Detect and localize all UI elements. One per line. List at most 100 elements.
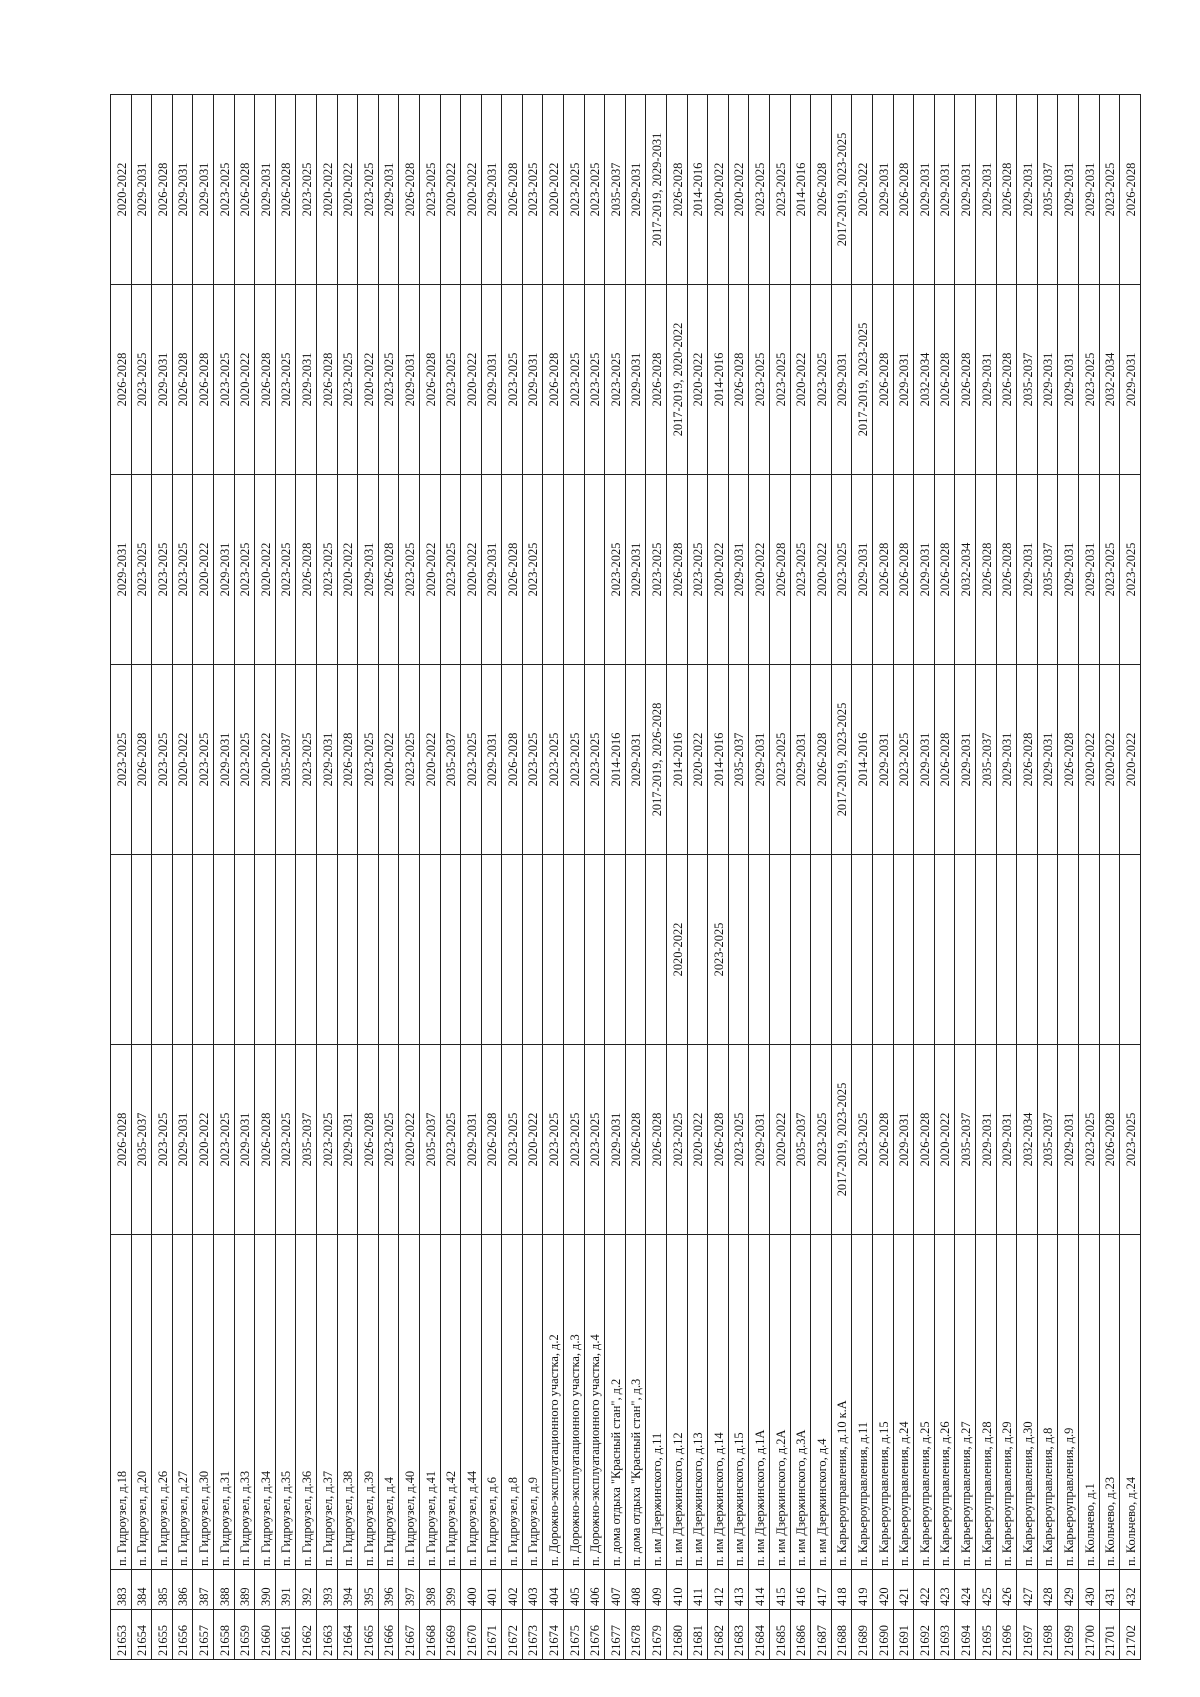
cell-period-1: 2029-2031: [460, 1044, 482, 1235]
cell-period-4: 2020-2022: [748, 474, 770, 665]
cell-period-2: [419, 854, 440, 1045]
cell-address: п. им Дзержинского, д.3А: [790, 1234, 811, 1570]
cell-address: п. Гидроузел, д.18: [110, 1234, 132, 1570]
cell-record-id: 21677: [604, 1609, 626, 1660]
cell-period-3: 2026-2028: [934, 664, 955, 855]
cell-period-5: 2023-2025: [378, 284, 399, 475]
cell-record-id: 21665: [357, 1609, 379, 1660]
cell-row-number: 431: [1099, 1569, 1120, 1610]
cell-record-id: 21688: [831, 1609, 852, 1660]
cell-period-1: 2023-2025: [563, 1044, 585, 1235]
cell-address: п. Гидроузел, д.8: [501, 1234, 523, 1570]
cell-period-3: 2017-2019, 2023-2025: [831, 664, 852, 855]
cell-period-6: 2026-2028: [893, 94, 914, 285]
cell-period-3: 2035-2037: [975, 664, 997, 855]
cell-row-number: 424: [954, 1569, 976, 1610]
cell-period-3: 2020-2022: [687, 664, 708, 855]
cell-address: п. Карьероуправления, д.15: [872, 1234, 894, 1570]
cell-period-4: 2020-2022: [460, 474, 482, 665]
cell-period-2: [728, 854, 749, 1045]
cell-period-3: 2026-2028: [337, 664, 358, 855]
cell-record-id: 21700: [1078, 1609, 1099, 1660]
cell-period-5: 2020-2022: [687, 284, 708, 475]
cell-period-4: 2023-2025: [440, 474, 461, 665]
cell-address: п. Кольчево, д.23: [1099, 1234, 1120, 1570]
cell-period-4: 2023-2025: [831, 474, 852, 665]
cell-period-5: 2026-2028: [954, 284, 976, 475]
cell-period-6: 2020-2022: [337, 94, 358, 285]
cell-address: п. Гидроузел, д.34: [254, 1234, 276, 1570]
cell-row-number: 428: [1037, 1569, 1058, 1610]
cell-address: п. Карьероуправления, д.10 к.А: [831, 1234, 852, 1570]
cell-period-1: 2035-2037: [131, 1044, 152, 1235]
cell-record-id: 21672: [501, 1609, 523, 1660]
cell-period-2: [1037, 854, 1058, 1045]
cell-period-4: 2020-2022: [337, 474, 358, 665]
cell-period-3: 2035-2037: [440, 664, 461, 855]
cell-record-id: 21675: [563, 1609, 585, 1660]
cell-record-id: 21697: [1016, 1609, 1038, 1660]
cell-record-id: 21655: [151, 1609, 173, 1660]
cell-period-4: [563, 474, 585, 665]
cell-period-1: 2023-2025: [1078, 1044, 1099, 1235]
cell-period-3: 2023-2025: [542, 664, 564, 855]
cell-period-1: 2023-2025: [440, 1044, 461, 1235]
cell-record-id: 21656: [172, 1609, 193, 1660]
cell-period-5: 2032-2034: [1099, 284, 1120, 475]
cell-period-2: [110, 854, 132, 1045]
cell-period-4: 2020-2022: [810, 474, 832, 665]
cell-period-3: 2029-2031: [625, 664, 646, 855]
cell-row-number: 394: [337, 1569, 358, 1610]
cell-period-4: 2023-2025: [522, 474, 543, 665]
cell-period-6: 2029-2031: [172, 94, 193, 285]
cell-period-5: 2023-2025: [769, 284, 791, 475]
cell-address: п. им Дзержинского, д.13: [687, 1234, 708, 1570]
cell-address: п. Гидроузел, д.40: [398, 1234, 420, 1570]
cell-record-id: 21694: [954, 1609, 976, 1660]
cell-row-number: 426: [996, 1569, 1017, 1610]
cell-period-6: 2035-2037: [1037, 94, 1058, 285]
cell-period-3: 2026-2028: [131, 664, 152, 855]
cell-record-id: 21687: [810, 1609, 832, 1660]
cell-period-3: 2020-2022: [419, 664, 440, 855]
cell-period-3: 2023-2025: [192, 664, 214, 855]
cell-row-number: 399: [440, 1569, 461, 1610]
cell-address: п. Гидроузел, д.9: [522, 1234, 543, 1570]
cell-period-4: 2026-2028: [295, 474, 317, 665]
cell-row-number: 429: [1057, 1569, 1079, 1610]
cell-period-3: 2026-2028: [501, 664, 523, 855]
cell-address: п. Карьероуправления, д.26: [934, 1234, 955, 1570]
cell-period-1: 2017-2019, 2023-2025: [831, 1044, 852, 1235]
cell-period-1: 2032-2034: [1016, 1044, 1038, 1235]
cell-period-4: [584, 474, 605, 665]
cell-period-4: 2026-2028: [769, 474, 791, 665]
cell-period-3: 2029-2031: [913, 664, 935, 855]
cell-period-6: 2029-2031: [1057, 94, 1079, 285]
cell-period-5: 2014-2016: [707, 284, 729, 475]
cell-row-number: 415: [769, 1569, 791, 1610]
cell-period-2: [1099, 854, 1120, 1045]
cell-row-number: 414: [748, 1569, 770, 1610]
cell-period-1: 2026-2028: [707, 1044, 729, 1235]
cell-address: п. им Дзержинского, д.11: [645, 1234, 667, 1570]
cell-address: п. им Дзержинского, д.2А: [769, 1234, 791, 1570]
cell-period-2: [563, 854, 585, 1045]
cell-period-4: 2029-2031: [1057, 474, 1079, 665]
cell-record-id: 21667: [398, 1609, 420, 1660]
cell-period-1: 2023-2025: [378, 1044, 399, 1235]
cell-period-2: [378, 854, 399, 1045]
